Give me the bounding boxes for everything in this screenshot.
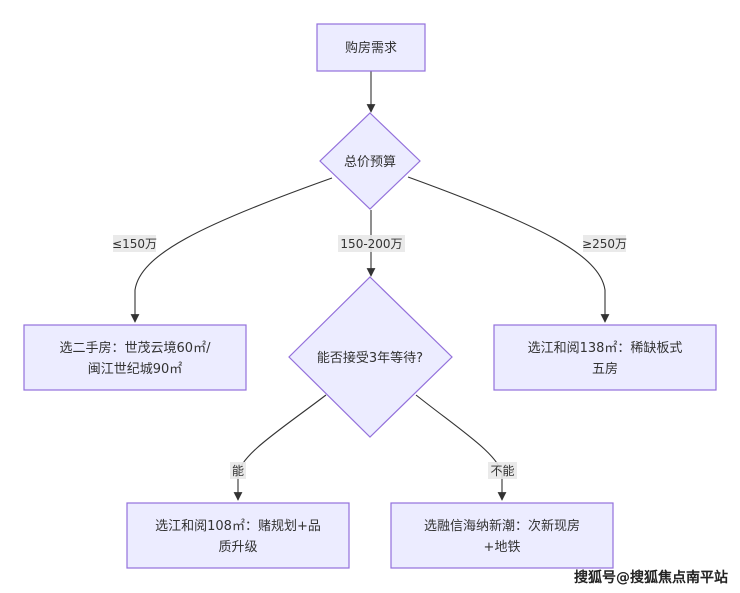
svg-text:选融信海纳新潮：次新现房: 选融信海纳新潮：次新现房 xyxy=(424,518,580,534)
edge-budget-to-secondhand xyxy=(130,177,333,323)
edge-wait-to-ronghai xyxy=(415,394,507,501)
svg-text:150-200万: 150-200万 xyxy=(340,237,402,251)
svg-text:选江和阅108㎡：赌规划+品: 选江和阅108㎡：赌规划+品 xyxy=(155,519,321,534)
svg-text:≤150万: ≤150万 xyxy=(112,237,157,251)
svg-text:总价预算: 总价预算 xyxy=(344,155,396,170)
svg-text:闽江世纪城90㎡: 闽江世纪城90㎡ xyxy=(88,362,183,377)
svg-text:选江和阅138㎡：稀缺板式: 选江和阅138㎡：稀缺板式 xyxy=(528,341,683,356)
node-ronghai: 选融信海纳新潮：次新现房 +地铁 xyxy=(390,502,614,569)
edge-budget-to-jianghe138 xyxy=(407,176,610,323)
svg-text:+地铁: +地铁 xyxy=(484,540,521,555)
svg-text:≥250万: ≥250万 xyxy=(582,237,627,251)
edge-label-no: 不能 xyxy=(488,462,517,479)
svg-text:能否接受3年等待?: 能否接受3年等待? xyxy=(317,350,423,366)
svg-text:质升级: 质升级 xyxy=(218,540,257,555)
node-second-hand: 选二手房：世茂云境60㎡/ 闽江世纪城90㎡ xyxy=(23,324,247,391)
svg-text:不能: 不能 xyxy=(490,464,514,478)
edge-label-le150: ≤150万 xyxy=(112,235,157,252)
svg-text:能: 能 xyxy=(232,464,244,478)
svg-text:购房需求: 购房需求 xyxy=(345,40,397,56)
svg-text:选二手房：世茂云境60㎡/: 选二手房：世茂云境60㎡/ xyxy=(60,340,212,356)
svg-text:五房: 五房 xyxy=(592,361,618,377)
node-budget: 总价预算 xyxy=(319,112,421,210)
edge-label-ge250: ≥250万 xyxy=(582,235,627,252)
edge-label-yes: 能 xyxy=(230,462,246,479)
edge-label-mid: 150-200万 xyxy=(338,235,405,252)
node-jianghe108: 选江和阅108㎡：赌规划+品 质升级 xyxy=(126,502,350,569)
node-start: 购房需求 xyxy=(316,23,426,72)
watermark: 搜狐号@搜狐焦点南平站 xyxy=(574,570,728,586)
node-wait: 能否接受3年等待? xyxy=(288,276,453,438)
node-jianghe138: 选江和阅138㎡：稀缺板式 五房 xyxy=(493,324,717,391)
edge-wait-to-jianghe108 xyxy=(233,394,327,501)
